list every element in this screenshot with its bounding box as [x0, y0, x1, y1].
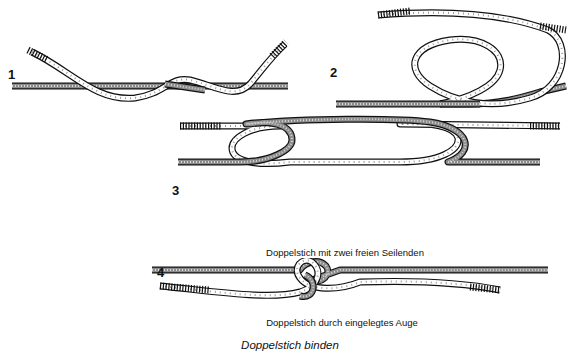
- step-caption: Doppelstich durch eingelegtes Auge: [264, 318, 420, 328]
- rope-end-hatch: [530, 123, 560, 130]
- rope-loop: [378, 13, 562, 104]
- step-number: 1: [8, 68, 15, 81]
- rope-end-hatch: [28, 50, 48, 60]
- rope-end-hatch: [540, 26, 566, 30]
- rope-end-hatch: [272, 42, 286, 56]
- rope-upper: [180, 124, 560, 164]
- rope-eye: [160, 260, 500, 295]
- rope-straight-over: [165, 84, 205, 90]
- rope-crossing: [32, 44, 285, 98]
- rope-eye-inner: [300, 275, 313, 297]
- step-number: 3: [172, 184, 179, 197]
- rope-straight-over: [440, 104, 480, 105]
- step-number: 2: [330, 66, 337, 79]
- rope-end-hatch: [378, 11, 410, 15]
- rope-end-hatch: [470, 287, 500, 290]
- rope-main: [152, 262, 548, 281]
- rope-end-hatch: [180, 123, 222, 130]
- step-number: 4: [157, 266, 164, 279]
- rope-end-hatch: [160, 286, 210, 290]
- figure-caption: Doppelstich binden: [241, 340, 339, 352]
- rope-lower: [178, 119, 540, 162]
- step-caption: Doppelstich mit zwei freien Seilenden: [264, 248, 426, 258]
